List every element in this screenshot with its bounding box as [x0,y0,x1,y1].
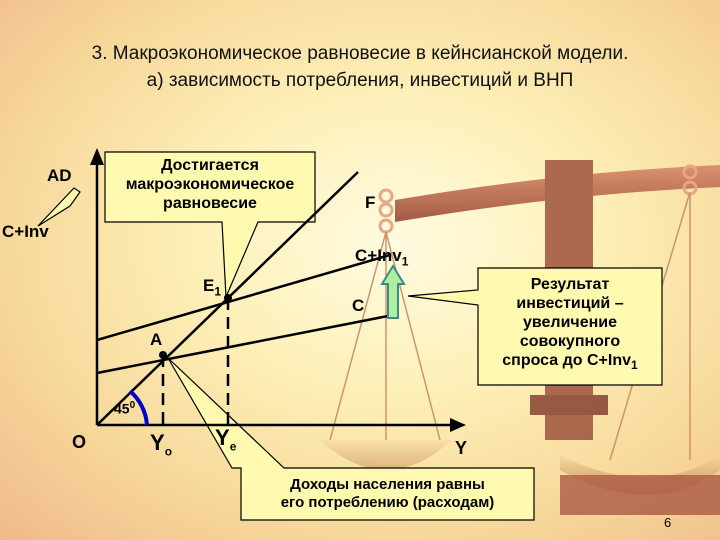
callout-income-text: Доходы населения равны его потреблению (… [280,476,495,511]
callout-investment-shape [407,267,663,386]
callout-income-shape [167,357,535,521]
f-line-label: F [365,193,376,212]
pointer-ad-triangle [37,187,81,227]
axes [95,160,452,427]
angle-arc [128,389,149,426]
origin-label: O [72,432,87,452]
title-line-1: 3. Макроэкономическое равновесие в кейнс… [91,43,629,64]
c-inv-label: C+Inv [2,222,49,241]
shift-up-arrow [380,264,406,319]
c-inv1-label: C+Inv1 [355,246,409,269]
ye-label: Ye [215,425,237,454]
e1-label: E1 [203,276,222,299]
point-a [159,351,167,359]
callout-equilibrium-shape [104,151,316,298]
point-e1 [224,294,232,302]
callout-investment-text: Результат инвестиций – увеличение совоку… [502,276,638,373]
angle-label: 450 [114,400,136,417]
page-title: 3. Макроэкономическое равновесие в кейнс… [0,40,720,94]
c-line-label: C [352,296,365,315]
scale-pan-left [320,440,452,470]
yo-label: Yo [150,430,173,459]
line-c [96,314,389,375]
x-axis-label: Y [455,438,468,458]
scale-base [560,475,720,515]
page-number: 6 [664,515,672,530]
y-axis-label: AD [47,166,72,185]
scale-pillar-top [530,395,608,415]
y-axis-arrowhead [90,148,104,165]
point-a-label: A [150,330,163,349]
line-c-inv [96,253,391,342]
callout-equilibrium-text: Достигается макроэкономическое равновеси… [125,157,295,212]
x-axis-arrowhead [450,418,466,432]
title-line-2: а) зависимость потребления, инвестиций и… [146,70,574,91]
